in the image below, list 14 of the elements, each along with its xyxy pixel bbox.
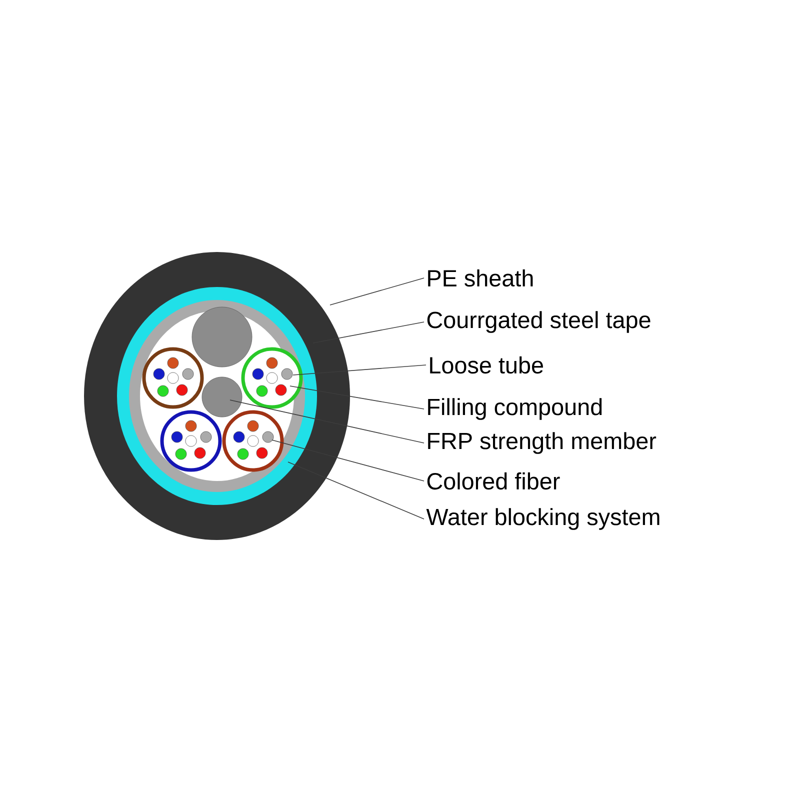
leader-line	[288, 462, 424, 520]
leader-line	[230, 400, 424, 444]
leader-line	[290, 386, 424, 410]
callout-label: Water blocking system	[426, 508, 660, 530]
leader-line	[312, 322, 424, 344]
leader-line	[330, 278, 424, 306]
leader-line	[272, 440, 424, 482]
callout-label: Loose tube	[430, 356, 543, 374]
callout-label: Filling compound	[428, 398, 602, 420]
callout-label: PE sheath	[428, 269, 533, 287]
callout-label: Colored fiber	[427, 472, 560, 490]
leader-line	[292, 364, 426, 376]
callout-label: FRP strength member	[428, 432, 656, 454]
callout-label: Courrgated steel tape	[427, 311, 650, 333]
